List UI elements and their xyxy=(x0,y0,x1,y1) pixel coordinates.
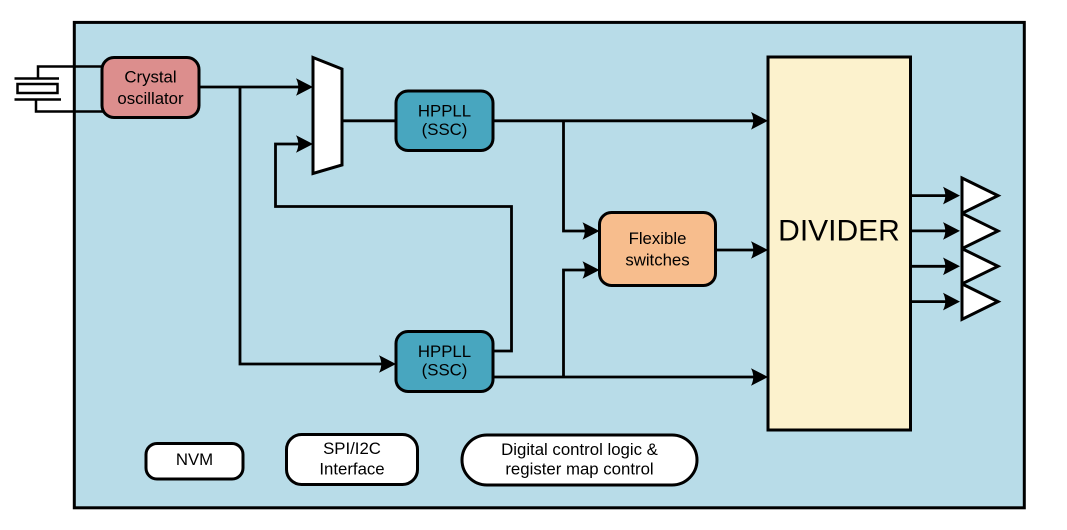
svg-text:SPI/I2C: SPI/I2C xyxy=(323,439,381,458)
svg-text:(SSC): (SSC) xyxy=(422,361,468,380)
svg-text:Digital control logic &: Digital control logic & xyxy=(501,440,658,459)
svg-text:oscillator: oscillator xyxy=(117,89,184,108)
svg-text:Flexible: Flexible xyxy=(629,229,687,248)
svg-text:Interface: Interface xyxy=(319,459,384,478)
svg-text:(SSC): (SSC) xyxy=(422,120,468,139)
svg-text:HPPLL: HPPLL xyxy=(418,342,471,361)
svg-text:Crystal: Crystal xyxy=(124,68,176,87)
svg-text:switches: switches xyxy=(625,251,689,270)
svg-text:HPPLL: HPPLL xyxy=(418,101,471,120)
svg-text:register map control: register map control xyxy=(505,460,653,479)
svg-text:DIVIDER: DIVIDER xyxy=(778,215,900,248)
svg-text:NVM: NVM xyxy=(176,450,213,469)
